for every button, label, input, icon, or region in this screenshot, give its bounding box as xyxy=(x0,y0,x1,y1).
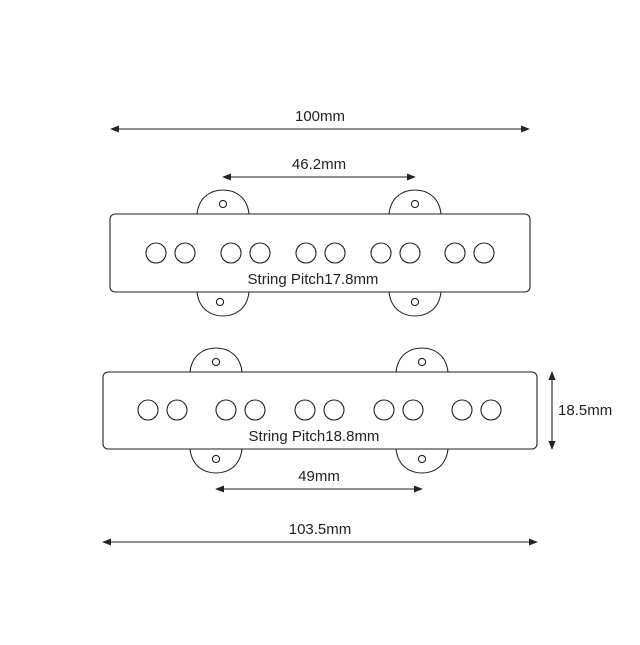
bottom-pole-piece xyxy=(294,399,316,421)
bottom-pole-piece xyxy=(451,399,473,421)
bottom-pole-piece xyxy=(323,399,345,421)
top-pole-piece xyxy=(324,242,346,264)
label-bottom-string-pitch: String Pitch18.8mm xyxy=(249,428,380,445)
top-pickup-ear-upper-right xyxy=(388,189,442,215)
top-pole-piece xyxy=(473,242,495,264)
bottom-screw-hole-upper-right xyxy=(417,357,427,367)
top-screw-hole-upper-left xyxy=(218,199,228,209)
bottom-pole-piece xyxy=(402,399,424,421)
top-pole-piece xyxy=(295,242,317,264)
top-pole-piece xyxy=(370,242,392,264)
top-pole-piece xyxy=(174,242,196,264)
bottom-pickup-ear-upper-right xyxy=(395,347,449,373)
bottom-pickup-body xyxy=(102,371,538,450)
top-pole-piece xyxy=(444,242,466,264)
bottom-screw-hole-lower-left xyxy=(211,454,221,464)
top-pole-piece xyxy=(145,242,167,264)
top-pickup-ear-lower-left xyxy=(196,291,250,317)
label-top-string-pitch: String Pitch17.8mm xyxy=(248,271,379,288)
bottom-pickup-ear-upper-left xyxy=(189,347,243,373)
bottom-pole-piece xyxy=(166,399,188,421)
top-pickup-ear-upper-left xyxy=(196,189,250,215)
label-bottom-height: 18.5mm xyxy=(558,402,612,419)
top-pole-piece xyxy=(399,242,421,264)
bottom-pole-piece xyxy=(137,399,159,421)
label-bottom-width: 103.5mm xyxy=(289,521,352,538)
label-top-mount-spacing: 46.2mm xyxy=(292,156,346,173)
bottom-pickup-ear-lower-left xyxy=(189,448,243,474)
top-pole-piece xyxy=(249,242,271,264)
bottom-pickup xyxy=(102,347,538,474)
bottom-pole-piece xyxy=(215,399,237,421)
top-pole-piece xyxy=(220,242,242,264)
bottom-pole-piece xyxy=(244,399,266,421)
top-pickup xyxy=(109,189,531,317)
bottom-screw-hole-lower-right xyxy=(417,454,427,464)
top-pickup-body xyxy=(109,213,531,293)
bottom-screw-hole-upper-left xyxy=(211,357,221,367)
top-screw-hole-lower-right xyxy=(410,297,420,307)
top-pickup-ear-lower-right xyxy=(388,291,442,317)
bottom-pole-piece xyxy=(480,399,502,421)
label-bottom-mount-spacing: 49mm xyxy=(298,468,340,485)
top-screw-hole-lower-left xyxy=(215,297,225,307)
label-top-width: 100mm xyxy=(295,108,345,125)
top-screw-hole-upper-right xyxy=(410,199,420,209)
bottom-pole-piece xyxy=(373,399,395,421)
bottom-pickup-ear-lower-right xyxy=(395,448,449,474)
